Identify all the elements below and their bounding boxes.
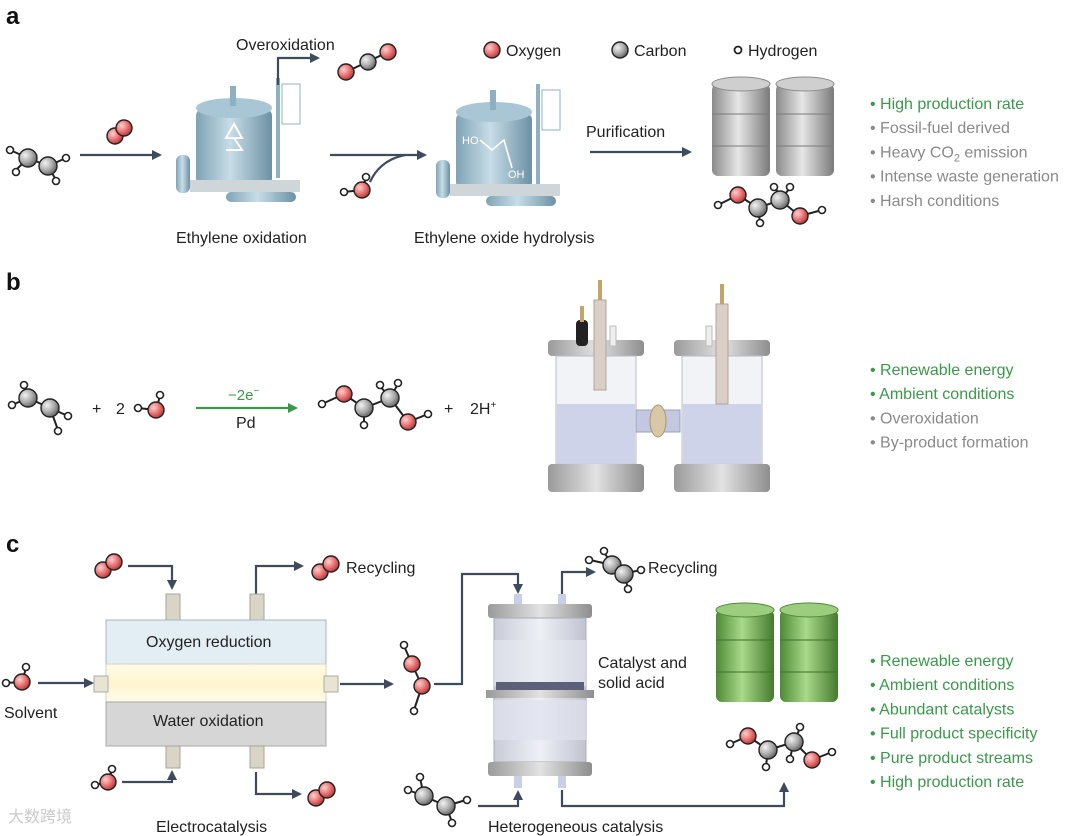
bullet-b-1: • Renewable energy — [870, 362, 1013, 379]
reactor2-oh-label: OH — [508, 169, 525, 181]
reactor2-ho-label: HO — [462, 135, 479, 147]
proton-label: 2H+ — [470, 400, 496, 418]
o2-molecule-a — [106, 119, 133, 145]
bullet-c-6: • High production rate — [870, 774, 1024, 791]
reactor-ethylene-oxidation — [176, 78, 301, 202]
barrels-grey — [711, 76, 835, 176]
bullet-a-1: • High production rate — [870, 96, 1024, 113]
legend-carbon-icon — [611, 41, 629, 59]
label-electrocatalysis: Electrocatalysis — [156, 819, 267, 836]
arrow-h2o2-to-reactor — [434, 572, 523, 686]
arrow-o2-in — [128, 564, 177, 590]
label-solvent: Solvent — [4, 705, 58, 722]
arrow-o2-evolved — [254, 772, 302, 799]
co2-molecule-a — [337, 43, 397, 81]
arrow-ethylene-in — [478, 790, 523, 808]
label-catalyst-line2: solid acid — [598, 675, 665, 692]
arrow-top-label: −2e− — [228, 386, 259, 404]
electrolyzer — [93, 593, 339, 769]
barrels-green — [715, 602, 839, 702]
arrow-bottom-label: Pd — [236, 415, 256, 432]
bullet-c-1: • Renewable energy — [870, 653, 1013, 670]
h-cell-electrochemical — [548, 280, 770, 492]
label-water-oxidation: Water oxidation — [153, 713, 264, 730]
bullet-c-2: • Ambient conditions — [870, 677, 1014, 694]
ethylene-glycol-molecule-c — [725, 722, 837, 772]
legend-oxygen-icon — [483, 41, 501, 59]
packed-bed-reactor — [486, 594, 594, 788]
ethylene-molecule-b — [7, 380, 73, 436]
bullet-a-4: • Intense waste generation — [870, 169, 1059, 186]
o2-recycle-molecule — [311, 555, 340, 581]
legend-carbon-label: Carbon — [634, 43, 686, 60]
ethylene-in-molecule-c — [403, 772, 472, 828]
water-molecule-a — [339, 172, 371, 199]
label-recycling-1: Recycling — [346, 560, 415, 577]
o2-evolved-molecule — [307, 781, 336, 807]
bullets-panel-a: • High production rate • Fossil-fuel deri… — [870, 96, 1059, 210]
bullet-c-5: • Pure product streams — [870, 750, 1033, 767]
reactor-ethylene-oxide-hydrolysis: HO OH — [436, 84, 561, 206]
bullet-c-4: • Full product specificity — [870, 726, 1037, 743]
bullets-panel-c: • Renewable energy • Ambient conditions • … — [870, 653, 1037, 791]
arrow-product-out — [560, 782, 789, 808]
atom-legend: Oxygen Carbon Hydrogen — [483, 41, 817, 60]
bullet-b-4: • By-product formation — [870, 435, 1029, 452]
plus-2: + — [444, 401, 453, 418]
water-in-molecule-c — [90, 764, 117, 791]
bullet-a-5: • Harsh conditions — [870, 193, 999, 210]
bullet-a-3: • Heavy CO2 emission — [870, 144, 1028, 164]
ethylene-glycol-molecule-a — [713, 182, 827, 228]
bullet-b-2: • Ambient conditions — [870, 386, 1014, 403]
label-purification: Purification — [586, 124, 665, 141]
bullets-panel-b: • Renewable energy • Ambient conditions • … — [870, 362, 1029, 452]
coefficient-2: 2 — [116, 401, 125, 418]
label-catalyst-line1: Catalyst and — [598, 655, 687, 672]
plus-1: + — [92, 401, 101, 418]
label-ethylene-oxidation: Ethylene oxidation — [176, 230, 307, 247]
bullet-b-3: • Overoxidation — [870, 410, 979, 427]
o2-in-molecule — [94, 553, 123, 579]
h2o2-molecule — [399, 640, 431, 716]
solvent-water-molecule — [1, 662, 31, 691]
panel-b-letter: b — [6, 269, 21, 296]
ethylene-molecule-a — [5, 145, 71, 186]
arrow-water-in — [122, 770, 177, 784]
arrow-o2-out — [254, 561, 304, 600]
label-overoxidation: Overoxidation — [236, 37, 335, 54]
bullet-a-2: • Fossil-fuel derived — [870, 120, 1010, 137]
bullet-c-3: • Abundant catalysts — [870, 701, 1014, 718]
watermark: 大数跨境 — [8, 807, 72, 826]
panel-c-letter: c — [6, 531, 19, 558]
ethylene-glycol-molecule-b — [317, 378, 433, 431]
label-recycling-2: Recycling — [648, 560, 717, 577]
water-molecule-b — [133, 390, 165, 419]
legend-oxygen-label: Oxygen — [506, 43, 561, 60]
arrow-water-join — [368, 153, 406, 183]
arrow-ethylene-recycle — [560, 567, 596, 600]
legend-hydrogen-label: Hydrogen — [748, 43, 817, 60]
label-ethylene-oxide-hydrolysis: Ethylene oxide hydrolysis — [414, 230, 595, 247]
ethylene-recycle-molecule — [584, 546, 646, 594]
label-oxygen-reduction: Oxygen reduction — [146, 634, 271, 651]
panel-a-letter: a — [6, 3, 20, 30]
legend-hydrogen-icon — [733, 45, 743, 55]
reaction-arrow-b-head — [288, 403, 298, 413]
arrow-overoxidation — [276, 53, 320, 85]
label-heterogeneous: Heterogeneous catalysis — [488, 819, 663, 836]
